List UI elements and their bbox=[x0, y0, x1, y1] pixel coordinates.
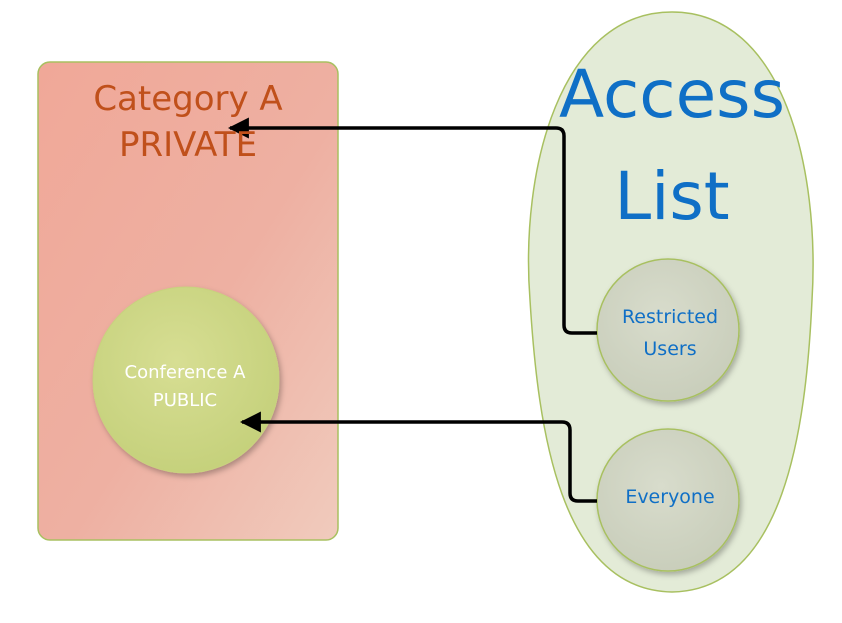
everyone-label: Everyone bbox=[625, 486, 715, 508]
access-list-title-line2: List bbox=[614, 158, 730, 235]
restricted-users-label-line2: Users bbox=[643, 338, 697, 360]
category-title-line1: Category A bbox=[93, 79, 283, 119]
arrow-everyone-to-public bbox=[239, 411, 597, 503]
conference-circle bbox=[92, 286, 280, 474]
conference-label-line1: Conference A bbox=[124, 362, 246, 383]
arrow-restricted-to-private bbox=[227, 117, 597, 335]
access-list-title-line1: Access bbox=[559, 56, 785, 133]
restricted-users-circle bbox=[596, 258, 740, 402]
restricted-users-label-line1: Restricted bbox=[621, 306, 719, 328]
conference-label-line2: PUBLIC bbox=[152, 390, 218, 411]
category-title-line2: PRIVATE bbox=[118, 125, 258, 165]
